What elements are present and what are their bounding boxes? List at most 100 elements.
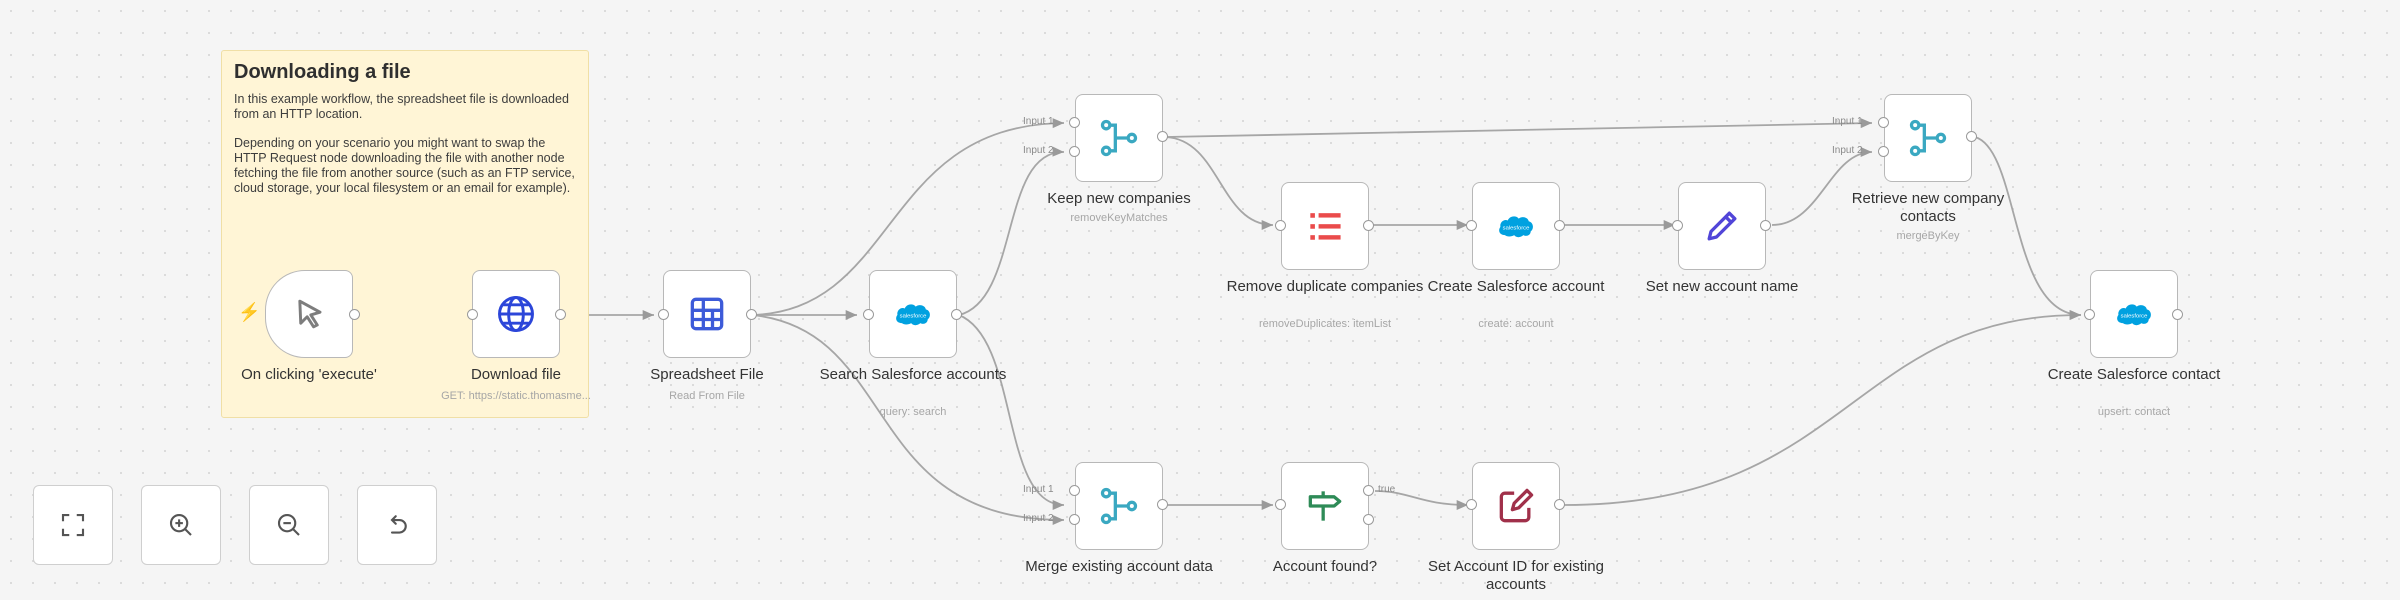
node-account-found[interactable]: [1281, 462, 1369, 550]
input-handle[interactable]: [467, 309, 478, 320]
connection: [751, 118, 1065, 316]
connection: [1165, 118, 1873, 138]
output-handle[interactable]: [1157, 131, 1168, 142]
node-create-salesforce-account[interactable]: salesforce: [1472, 182, 1560, 270]
output-handle[interactable]: [555, 309, 566, 320]
input-handle[interactable]: [1275, 499, 1286, 510]
input-handle[interactable]: [1878, 117, 1889, 128]
connection: [958, 146, 1065, 316]
node-retrieve-new-company-contacts[interactable]: [1884, 94, 1972, 182]
node-subtitle: GET: https://static.thomasme...: [441, 390, 591, 402]
node-subtitle: mergeByKey: [1896, 230, 1960, 242]
input-handle[interactable]: [1069, 514, 1080, 525]
node-subtitle: create: account: [1478, 318, 1554, 330]
list-icon: [1310, 213, 1341, 240]
node-set-account-id[interactable]: [1472, 462, 1560, 550]
node-subtitle: Read From File: [669, 390, 745, 402]
output-handle[interactable]: [349, 309, 360, 320]
input-handle[interactable]: [1275, 220, 1286, 231]
input-1-label: Input 1: [1832, 116, 1863, 127]
node-title: Download file: [470, 366, 562, 383]
output-handle[interactable]: [2172, 309, 2183, 320]
node-title: On clicking 'execute': [241, 366, 377, 383]
input-handle[interactable]: [1672, 220, 1683, 231]
connection: [751, 314, 1065, 526]
cursor-click-icon: [298, 299, 322, 329]
node-create-salesforce-contact[interactable]: salesforce: [2090, 270, 2178, 358]
zoom-in-button[interactable]: [141, 485, 221, 565]
node-on-clicking-execute[interactable]: [265, 270, 353, 358]
node-title: Search Salesforce accounts: [819, 366, 1007, 383]
node-title: Set new account name: [1645, 278, 1799, 295]
node-subtitle: removeDuplicates: itemList: [1258, 318, 1392, 330]
node-remove-duplicate-companies[interactable]: [1281, 182, 1369, 270]
fullscreen-icon: [61, 513, 85, 537]
pen-icon: [1707, 211, 1737, 241]
output-handle[interactable]: [1363, 220, 1374, 231]
output-false-handle[interactable]: [1363, 514, 1374, 525]
input-2-label: Input 2: [1023, 513, 1054, 524]
node-title: Merge existing account data: [1025, 558, 1213, 575]
input-handle[interactable]: [1069, 146, 1080, 157]
input-2-label: Input 2: [1023, 145, 1054, 156]
connection: [1771, 146, 1873, 226]
zoom-out-button[interactable]: [249, 485, 329, 565]
output-true-handle[interactable]: [1363, 485, 1374, 496]
sticky-note-title: Downloading a file: [234, 61, 411, 83]
reset-zoom-button[interactable]: [357, 485, 437, 565]
sticky-note-paragraph: In this example workflow, the spreadshee…: [234, 92, 569, 121]
node-spreadsheet-file[interactable]: [663, 270, 751, 358]
node-title: Create Salesforce account: [1427, 278, 1605, 295]
output-handle[interactable]: [1554, 499, 1565, 510]
input-handle[interactable]: [2084, 309, 2095, 320]
globe-icon: [498, 296, 534, 332]
node-download-file[interactable]: [472, 270, 560, 358]
zoom-out-icon: [277, 513, 300, 536]
merge-icon: [1100, 119, 1138, 157]
node-search-salesforce-accounts[interactable]: salesforce: [869, 270, 957, 358]
fit-view-button[interactable]: [33, 485, 113, 565]
svg-text:salesforce: salesforce: [900, 314, 927, 320]
connection: [1374, 490, 1469, 511]
output-handle[interactable]: [746, 309, 757, 320]
input-handle[interactable]: [863, 309, 874, 320]
signpost-icon: [1308, 491, 1342, 521]
undo-icon: [390, 515, 407, 534]
node-title: Create Salesforce contact: [2047, 366, 2221, 383]
table-icon: [690, 297, 724, 331]
edit-icon: [1499, 488, 1534, 523]
output-handle[interactable]: [1760, 220, 1771, 231]
input-handle[interactable]: [658, 309, 669, 320]
input-handle[interactable]: [1466, 499, 1477, 510]
node-merge-existing-account-data[interactable]: [1075, 462, 1163, 550]
node-set-new-account-name[interactable]: [1678, 182, 1766, 270]
input-1-label: Input 1: [1023, 484, 1054, 495]
output-handle[interactable]: [951, 309, 962, 320]
input-2-label: Input 2: [1832, 145, 1863, 156]
merge-icon: [1909, 119, 1947, 157]
output-handle[interactable]: [1554, 220, 1565, 231]
node-title: Keep new companies: [1047, 190, 1191, 207]
output-handle[interactable]: [1966, 131, 1977, 142]
input-handle[interactable]: [1069, 117, 1080, 128]
output-handle[interactable]: [1157, 499, 1168, 510]
node-keep-new-companies[interactable]: [1075, 94, 1163, 182]
output-true-label: true: [1378, 484, 1396, 495]
input-handle[interactable]: [1466, 220, 1477, 231]
node-title: Set Account ID for existing accounts: [1428, 558, 1604, 593]
input-handle[interactable]: [1878, 146, 1889, 157]
salesforce-icon: salesforce: [1499, 216, 1533, 238]
connection: [1165, 136, 1274, 231]
zoom-in-icon: [169, 513, 192, 536]
connection: [1563, 309, 2082, 506]
connection: [1974, 136, 2082, 321]
input-handle[interactable]: [1069, 485, 1080, 496]
sticky-note[interactable]: Downloading a file In this example workf…: [221, 50, 589, 418]
merge-icon: [1100, 487, 1138, 525]
node-subtitle: upsert: contact: [2097, 406, 2171, 418]
salesforce-icon: salesforce: [896, 304, 930, 326]
connection: [958, 314, 1065, 511]
node-subtitle: query: search: [879, 406, 947, 418]
